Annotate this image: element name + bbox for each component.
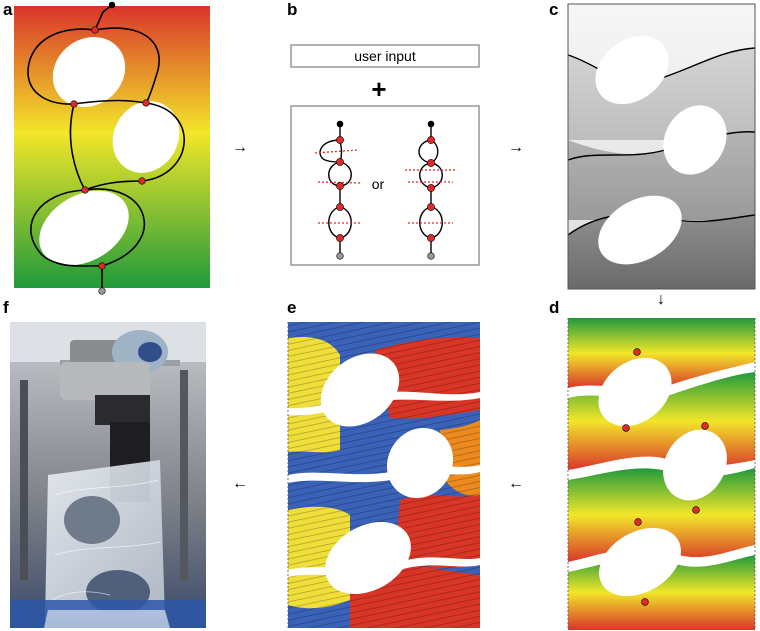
panel-label-d: d xyxy=(549,298,560,317)
node-red xyxy=(427,203,435,211)
node-red xyxy=(633,348,641,356)
node-red xyxy=(336,234,344,242)
node-red xyxy=(336,136,344,144)
user-input-box xyxy=(290,44,480,68)
hole xyxy=(39,190,129,266)
hole xyxy=(52,37,126,107)
hole xyxy=(320,353,400,427)
hole xyxy=(595,35,669,105)
node-red xyxy=(427,159,435,167)
arrow-b-to-c: → xyxy=(508,139,524,156)
node-black xyxy=(108,1,116,9)
panel-d-figure xyxy=(567,318,756,630)
node-red xyxy=(91,26,99,34)
node-red xyxy=(427,136,435,144)
panel-label-c: c xyxy=(549,0,559,19)
panel-label-b: b xyxy=(287,0,298,19)
node-red xyxy=(70,100,78,108)
node-red xyxy=(336,203,344,211)
node-black xyxy=(336,120,344,128)
path-curve xyxy=(73,99,147,105)
path-curve xyxy=(141,102,185,182)
hole xyxy=(325,521,411,595)
arrow-e-to-f: ← xyxy=(232,475,248,492)
node-red xyxy=(634,518,642,526)
node-red xyxy=(336,158,344,166)
arrow-a-to-b: → xyxy=(232,139,248,156)
node-gray xyxy=(336,252,344,260)
hole xyxy=(598,195,682,265)
hole xyxy=(663,105,727,175)
hole xyxy=(386,427,454,499)
node-red xyxy=(138,177,146,185)
panel-b-figure: user input + or xyxy=(290,44,480,266)
panel-c-figure xyxy=(567,3,756,290)
path-curve xyxy=(27,28,96,105)
path-curve xyxy=(84,188,145,267)
node-red xyxy=(81,186,89,194)
arrow-d-to-e: ← xyxy=(508,475,524,492)
node-red xyxy=(622,424,630,432)
arrow-c-to-d: ↓ xyxy=(657,291,665,308)
node-gray xyxy=(427,252,435,260)
node-red xyxy=(641,598,649,606)
options-box xyxy=(290,105,480,266)
hole xyxy=(663,429,727,501)
path-curve xyxy=(84,180,143,191)
path-curve xyxy=(94,4,113,31)
path-curve xyxy=(69,103,86,191)
panel-label-e: e xyxy=(287,298,297,317)
plus-sign: + xyxy=(371,74,386,104)
node-black xyxy=(427,120,435,128)
node-red xyxy=(701,422,709,430)
panel-label-a: a xyxy=(3,0,13,19)
panel-a-figure xyxy=(14,1,210,295)
node-red xyxy=(692,506,700,514)
user-input-label: user input xyxy=(354,48,416,64)
node-red xyxy=(336,182,344,190)
or-label: or xyxy=(372,176,385,192)
node-red xyxy=(142,99,150,107)
hole xyxy=(599,527,681,597)
panel-f-photo xyxy=(10,322,206,628)
hole xyxy=(112,101,180,173)
path-curve xyxy=(30,189,103,267)
node-gray xyxy=(98,287,106,295)
hole xyxy=(598,357,672,427)
node-red xyxy=(427,234,435,242)
node-red xyxy=(98,262,106,270)
panel-e-figure xyxy=(287,322,480,628)
node-red xyxy=(427,184,435,192)
panel-label-f: f xyxy=(3,298,9,317)
path-curve xyxy=(94,27,160,104)
